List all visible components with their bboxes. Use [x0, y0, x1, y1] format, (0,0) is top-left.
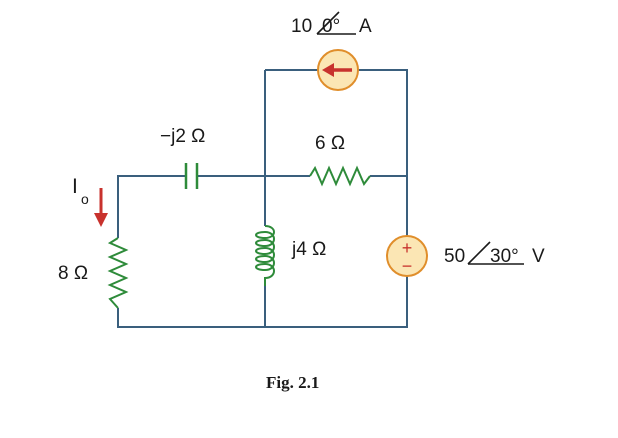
- voltage-source-angle: 30°: [490, 246, 519, 267]
- io-arrow-head: [94, 213, 108, 227]
- minus-sign: −: [402, 256, 413, 276]
- angle-symbol-icon: [316, 11, 340, 35]
- current-source-angle: 0°: [322, 16, 340, 37]
- voltage-source-body: [386, 235, 428, 277]
- inductor-coil: [255, 225, 275, 286]
- plus-sign: +: [402, 238, 413, 258]
- current-io-label: I: [72, 175, 78, 198]
- current-io-arrow: [94, 188, 108, 227]
- current-source-arrow-head: [322, 63, 334, 77]
- voltage-source-label: 50 30° V: [444, 241, 545, 267]
- voltage-source-unit: V: [532, 246, 545, 267]
- resistor-8-ohm: [107, 237, 129, 309]
- current-source-label: 10 0° A: [291, 11, 372, 37]
- inductor-label: j4 Ω: [291, 239, 326, 260]
- voltage-source-magnitude: 50: [444, 246, 465, 267]
- resistor-6-ohm: [309, 165, 371, 187]
- capacitor-label: −j2 Ω: [160, 126, 205, 147]
- wire-mid-left: [117, 175, 186, 238]
- resistor-6-label: 6 Ω: [315, 133, 345, 154]
- angle-symbol-icon-2: [467, 241, 491, 265]
- wires: [117, 69, 408, 328]
- current-io-subscript: o: [81, 191, 89, 207]
- voltage-source: + −: [386, 235, 428, 277]
- figure-caption: Fig. 2.1: [266, 373, 319, 392]
- current-source-magnitude: 10: [291, 16, 312, 37]
- current-source-unit: A: [359, 16, 372, 37]
- wire-top-right: [358, 69, 408, 237]
- current-source: [317, 49, 359, 91]
- wire-left-bottom: [117, 276, 408, 328]
- capacitor: [184, 163, 199, 189]
- resistor-8-label: 8 Ω: [58, 263, 88, 284]
